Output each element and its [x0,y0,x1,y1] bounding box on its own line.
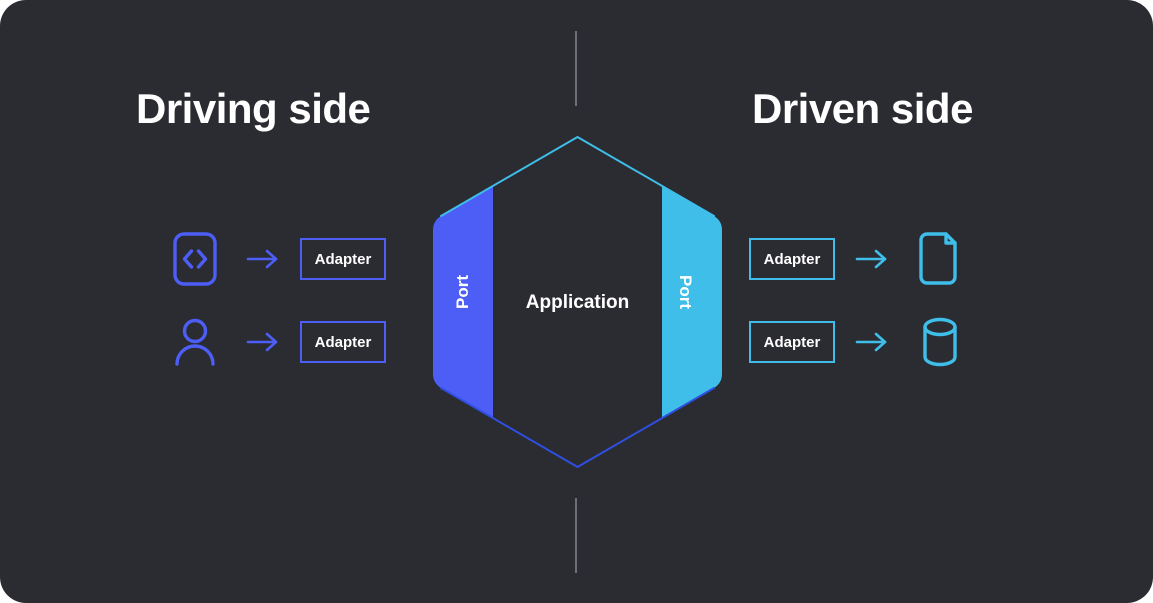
arrow-right-icon [835,230,909,288]
hexagon-outline-bottom [440,387,715,468]
arrow-right-icon [226,230,300,288]
arrow-right-icon [226,313,300,371]
user-icon [164,313,226,371]
application-label: Application [525,292,630,313]
bottom-divider [575,498,577,573]
hexagon-outline-top [440,136,715,217]
database-cylinder-icon [909,313,971,371]
driving-row-code: Adapter [164,230,386,288]
hexagon-fill [433,137,722,467]
driven-row-database: Adapter [749,313,971,371]
document-file-icon [909,230,971,288]
driven-row-document: Adapter [749,230,971,288]
driving-side-heading: Driving side [136,85,371,132]
hexagon-application-core: Application Port Port [430,134,725,470]
adapter-box-driven-1[interactable]: Adapter [749,238,835,280]
top-divider [575,31,577,106]
adapter-box-driving-1[interactable]: Adapter [300,238,386,280]
code-brackets-icon [164,230,226,288]
driven-side-heading: Driven side [752,85,973,132]
arrow-right-icon [835,313,909,371]
port-left-label: Port [453,275,472,309]
adapter-box-driving-2[interactable]: Adapter [300,321,386,363]
driving-row-user: Adapter [164,313,386,371]
port-right-label: Port [676,275,695,309]
adapter-box-driven-2[interactable]: Adapter [749,321,835,363]
